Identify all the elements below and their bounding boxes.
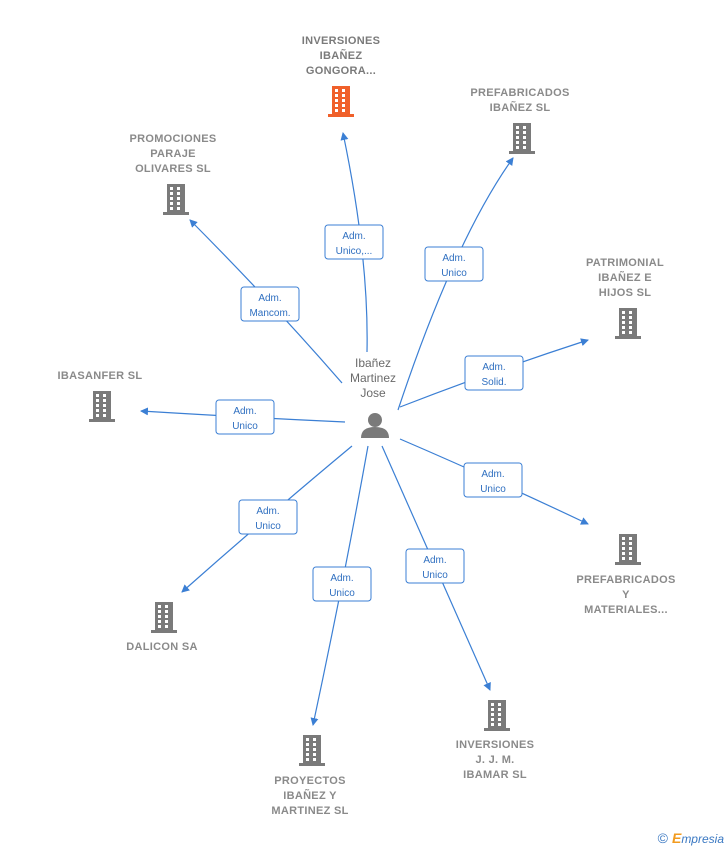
company-label-line: MATERIALES... bbox=[584, 604, 668, 616]
company-label-line: IBAÑEZ SL bbox=[490, 101, 551, 114]
building-icon bbox=[509, 123, 535, 154]
company-label-line: HIJOS SL bbox=[599, 287, 652, 299]
role-box-frame bbox=[312, 566, 372, 602]
role-box-frame bbox=[215, 399, 275, 435]
company-patrimonial-ibanez-hijos[interactable]: PATRIMONIAL IBAÑEZ E HIJOS SL bbox=[586, 257, 664, 339]
role-text-line: Adm. bbox=[423, 555, 446, 566]
company-label-line: IBAÑEZ Y bbox=[283, 789, 337, 802]
building-icon bbox=[328, 86, 354, 117]
company-label-line: IBAMAR SL bbox=[463, 769, 527, 781]
company-label-line: PARAJE bbox=[150, 148, 196, 160]
role-text-line: Unico bbox=[232, 421, 258, 432]
role-label-proyectos-ibanez-martinez[interactable]: Adm. Unico bbox=[312, 566, 372, 602]
company-promociones-paraje-olivares[interactable]: PROMOCIONES PARAJE OLIVARES SL bbox=[129, 133, 216, 215]
company-prefabricados-ibanez[interactable]: PREFABRICADOS IBAÑEZ SL bbox=[470, 87, 569, 154]
role-text-line: Mancom. bbox=[249, 308, 290, 319]
role-label-inversiones-ibanez-gongora[interactable]: Adm. Unico,... bbox=[324, 224, 384, 260]
company-prefabricados-y-materiales[interactable]: PREFABRICADOS Y MATERIALES... bbox=[576, 534, 675, 616]
building-icon bbox=[299, 735, 325, 766]
role-text-line: Unico bbox=[441, 268, 467, 279]
company-label-line: PROYECTOS bbox=[274, 775, 346, 787]
edges bbox=[140, 132, 589, 726]
building-icon bbox=[484, 700, 510, 731]
role-labels: Adm.Unico,...Adm.UnicoAdm.Mancom.Adm.Sol… bbox=[215, 224, 524, 602]
role-label-ibasanfer[interactable]: Adm. Unico bbox=[215, 399, 275, 435]
company-label-line: INVERSIONES bbox=[302, 35, 381, 47]
role-text-line: Unico bbox=[255, 521, 281, 532]
role-text-line: Adm. bbox=[481, 469, 504, 480]
company-inversiones-ibanez-gongora[interactable]: INVERSIONES IBAÑEZ GONGORA... bbox=[302, 35, 381, 117]
role-label-patrimonial-ibanez-hijos[interactable]: Adm. Solid. bbox=[464, 355, 524, 391]
company-label-line: IBAÑEZ E bbox=[598, 271, 652, 284]
building-icon bbox=[89, 391, 115, 422]
role-box-frame bbox=[424, 246, 484, 282]
company-label-line: PATRIMONIAL bbox=[586, 257, 664, 269]
role-label-promociones-paraje-olivares[interactable]: Adm. Mancom. bbox=[240, 286, 300, 322]
company-label-line: GONGORA... bbox=[306, 65, 376, 77]
building-icon bbox=[615, 534, 641, 565]
role-box-frame bbox=[238, 499, 298, 535]
person-name-line: Martinez bbox=[350, 371, 396, 385]
role-text-line: Adm. bbox=[482, 362, 505, 373]
role-text-line: Unico bbox=[480, 484, 506, 495]
role-box-frame bbox=[463, 462, 523, 498]
company-nodes: INVERSIONES IBAÑEZ GONGORA... PREFABRICADOS… bbox=[58, 35, 676, 817]
role-text-line: Adm. bbox=[258, 293, 281, 304]
company-dalicon[interactable]: DALICON SA bbox=[126, 602, 197, 653]
role-text-line: Adm. bbox=[342, 231, 365, 242]
company-label-line: DALICON SA bbox=[126, 641, 197, 653]
company-label-line: IBAÑEZ bbox=[320, 49, 363, 62]
brand-initial: E bbox=[671, 830, 682, 846]
company-label-line: J. J. M. bbox=[475, 754, 514, 766]
role-text-line: Adm. bbox=[233, 406, 256, 417]
company-label-line: OLIVARES SL bbox=[135, 163, 211, 175]
company-label-line: PROMOCIONES bbox=[129, 133, 216, 145]
company-inversiones-jm-ibamar[interactable]: INVERSIONES J. J. M. IBAMAR SL bbox=[456, 700, 535, 781]
company-label-line: PREFABRICADOS bbox=[576, 574, 675, 586]
company-proyectos-ibanez-martinez[interactable]: PROYECTOS IBAÑEZ Y MARTINEZ SL bbox=[271, 735, 348, 817]
company-ibasanfer[interactable]: IBASANFER SL bbox=[58, 370, 143, 422]
person-name-line: Ibañez bbox=[355, 356, 391, 370]
role-text-line: Adm. bbox=[256, 506, 279, 517]
role-text-line: Unico bbox=[422, 570, 448, 581]
role-text-line: Unico,... bbox=[336, 246, 373, 257]
building-icon bbox=[615, 308, 641, 339]
role-text-line: Adm. bbox=[330, 573, 353, 584]
company-label-line: PREFABRICADOS bbox=[470, 87, 569, 99]
company-label-line: IBASANFER SL bbox=[58, 370, 143, 382]
role-text-line: Unico bbox=[329, 588, 355, 599]
company-label-line: Y bbox=[622, 589, 630, 601]
role-label-prefabricados-ibanez[interactable]: Adm. Unico bbox=[424, 246, 484, 282]
company-label-line: MARTINEZ SL bbox=[271, 805, 348, 817]
copyright-symbol: © bbox=[657, 830, 668, 846]
role-label-prefabricados-y-materiales[interactable]: Adm. Unico bbox=[463, 462, 523, 498]
building-icon bbox=[151, 602, 177, 633]
role-text-line: Adm. bbox=[442, 253, 465, 264]
role-box-frame bbox=[464, 355, 524, 391]
footer-brand[interactable]: ©Empresia bbox=[658, 830, 724, 846]
person-name-line: Jose bbox=[360, 386, 386, 400]
building-icon bbox=[163, 184, 189, 215]
role-label-inversiones-jm-ibamar[interactable]: Adm. Unico bbox=[405, 548, 465, 584]
role-box-frame bbox=[240, 286, 300, 322]
company-label-line: INVERSIONES bbox=[456, 739, 535, 751]
role-text-line: Solid. bbox=[481, 377, 506, 388]
role-box-frame bbox=[324, 224, 384, 260]
person-icon bbox=[361, 413, 389, 438]
brand-name: mpresia bbox=[681, 832, 724, 846]
role-box-frame bbox=[405, 548, 465, 584]
role-label-dalicon[interactable]: Adm. Unico bbox=[238, 499, 298, 535]
